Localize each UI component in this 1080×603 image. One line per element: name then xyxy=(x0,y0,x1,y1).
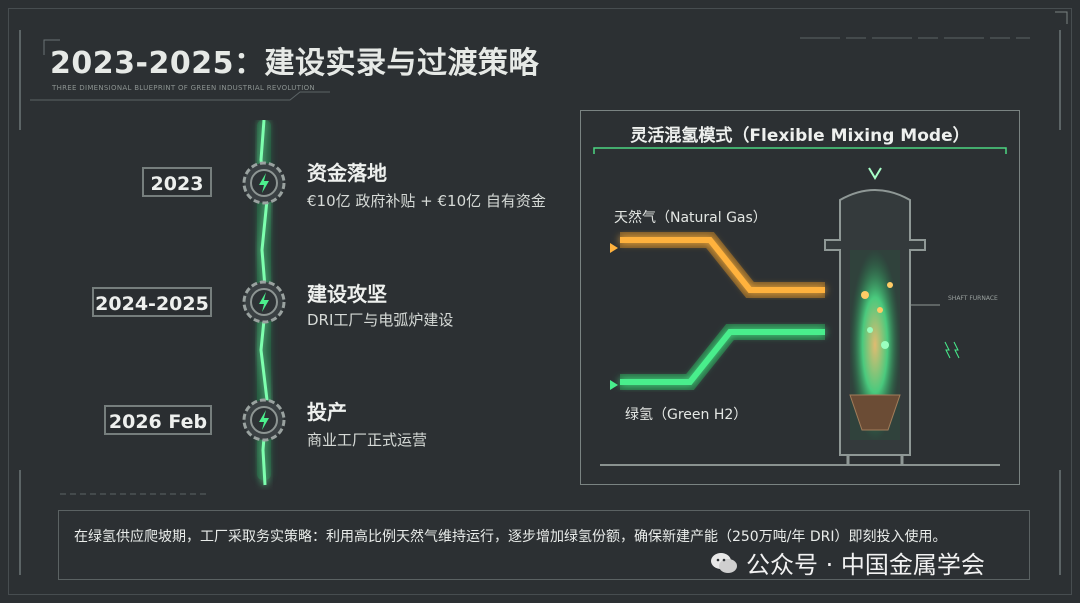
natural-gas-label: 天然气（Natural Gas） xyxy=(614,210,767,226)
wechat-icon xyxy=(711,552,737,573)
milestone-desc-construction: DRI工厂与电弧炉建设 xyxy=(307,311,454,329)
panel-title: 灵活混氢模式（Flexible Mixing Mode） xyxy=(630,126,970,146)
page-subtitle: THREE DIMENSIONAL BLUEPRINT OF GREEN IND… xyxy=(52,84,315,92)
year-badge-2026-feb: 2026 Feb xyxy=(104,405,212,435)
lightning-gear-icon xyxy=(242,161,286,205)
footer-box xyxy=(58,510,1030,580)
watermark: 公众号 · 中国金属学会 xyxy=(710,545,985,580)
furnace-label: SHAFT FURNACE xyxy=(948,295,998,302)
year-badge-2024-2025: 2024-2025 xyxy=(92,287,212,317)
milestone-desc-funding: €10亿 政府补贴 + €10亿 自有资金 xyxy=(307,192,546,210)
green-h2-label: 绿氢（Green H2） xyxy=(625,407,748,423)
milestone-title-funding: 资金落地 xyxy=(307,161,387,185)
lightning-gear-icon xyxy=(242,280,286,324)
milestone-title-construction: 建设攻坚 xyxy=(307,282,387,306)
page-title: 2023-2025：建设实录与过渡策略 xyxy=(50,46,539,81)
lightning-gear-icon xyxy=(242,398,286,442)
milestone-title-production: 投产 xyxy=(307,400,347,424)
mixing-mode-panel: 灵活混氢模式（Flexible Mixing Mode） xyxy=(580,110,1020,485)
watermark-text: 公众号 · 中国金属学会 xyxy=(746,551,985,579)
outer-frame xyxy=(8,8,1072,595)
footer-text: 在绿氢供应爬坡期，工厂采取务实策略：利用高比例天然气维持运行，逐步增加绿氢份额，… xyxy=(74,529,947,545)
milestone-desc-production: 商业工厂正式运营 xyxy=(307,431,428,449)
mixing-diagram: SHAFT FURNACE xyxy=(593,147,1007,466)
year-badge-2023: 2023 xyxy=(142,167,212,197)
